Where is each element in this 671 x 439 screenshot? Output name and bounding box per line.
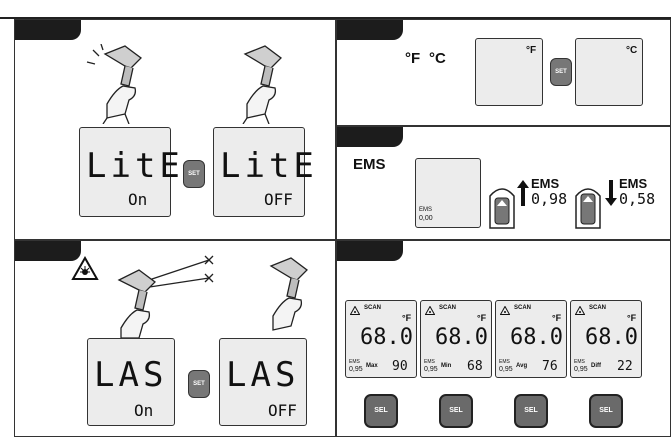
instruction-sheet: LitE On SET LitE OFF °F °C °F SET °C EMS… <box>14 19 671 437</box>
mode-label: Min <box>441 363 452 369</box>
lcd-word: LAS <box>94 355 168 395</box>
mode-label: Max <box>366 363 378 369</box>
label-celsius: °C <box>429 50 446 67</box>
lcd-ems-label: EMS <box>419 207 433 213</box>
horizontal-divider-right-2 <box>335 239 671 241</box>
sel-button[interactable]: SEL <box>439 394 473 428</box>
lcd-state: On <box>128 190 148 209</box>
ems-up-value: 0,98 <box>531 190 568 208</box>
ems-value: 0,95 <box>349 366 363 373</box>
section-tag-ems <box>337 127 403 147</box>
scan-label: SCAN <box>364 305 382 311</box>
section-tag-laser <box>15 241 81 261</box>
ems-label: EMS <box>574 359 585 365</box>
ems-label: EMS <box>499 359 510 365</box>
reading-value: 68.0 <box>510 325 563 350</box>
ems-value: 0,95 <box>424 366 438 373</box>
unit-label: °F <box>477 313 487 323</box>
unit-label: °F <box>402 313 412 323</box>
mode-value: 76 <box>542 359 558 374</box>
mode-value: 90 <box>392 359 408 374</box>
ems-value: 0,95 <box>499 366 513 373</box>
reading-value: 68.0 <box>435 325 488 350</box>
ems-label: EMS <box>349 359 360 365</box>
scan-label: SCAN <box>589 305 607 311</box>
arrow-up-icon <box>517 180 529 206</box>
lcd-ems-value: 0,00 <box>419 215 433 222</box>
laser-warning-icon <box>425 306 435 315</box>
section-tag-units <box>337 20 403 40</box>
lcd-state: On <box>134 401 154 420</box>
mode-label: Avg <box>516 363 528 369</box>
section-tag-scan <box>337 241 403 261</box>
mode-label: Diff <box>591 363 601 369</box>
lcd-state: OFF <box>264 190 293 209</box>
lcd-laser-off: LAS OFF <box>219 338 307 426</box>
lcd-word: LitE <box>220 146 318 186</box>
ems-value: 0,95 <box>574 366 588 373</box>
ems-down-label: EMS <box>619 176 648 191</box>
lcd-word: LitE <box>86 146 184 186</box>
set-button[interactable]: SET <box>183 160 205 188</box>
set-button[interactable]: SET <box>188 370 210 398</box>
lcd-unit: °C <box>626 45 638 56</box>
lcd-lite-on: LitE On <box>79 127 180 217</box>
lcd-state: OFF <box>268 401 297 420</box>
arrow-down-icon <box>605 180 617 206</box>
unit-label: °F <box>627 313 637 323</box>
laser-warning-icon <box>350 306 360 315</box>
lcd-word: LAS <box>226 355 300 395</box>
ems-up-label: EMS <box>531 176 560 191</box>
reading-value: 68.0 <box>360 325 413 350</box>
sel-button[interactable]: SEL <box>364 394 398 428</box>
unit-label: °F <box>552 313 562 323</box>
laser-warning-icon <box>575 306 585 315</box>
set-button[interactable]: SET <box>550 58 572 86</box>
lcd-lite-off: LitE OFF <box>213 127 314 217</box>
ems-label: EMS <box>353 156 386 173</box>
section-tag-lite <box>15 20 81 40</box>
ems-down-value: 0,58 <box>619 190 656 208</box>
lcd-fahrenheit: °F <box>475 38 543 106</box>
lcd-laser-on: LAS On <box>87 338 175 426</box>
vertical-divider <box>335 20 337 436</box>
laser-warning-icon <box>71 256 99 280</box>
horizontal-divider-left <box>15 239 335 241</box>
mode-value: 68 <box>467 359 483 374</box>
up-arrow-button-icon[interactable] <box>487 180 517 230</box>
lcd-ems: EMS 0,00 <box>415 158 481 228</box>
lcd-celsius: °C <box>575 38 643 106</box>
laser-warning-icon <box>500 306 510 315</box>
hand-holding-thermometer-icon <box>242 45 282 124</box>
page-top-rule <box>0 17 671 19</box>
label-fahrenheit: °F <box>405 50 421 67</box>
horizontal-divider-right-1 <box>335 125 671 127</box>
hand-holding-thermometer-icon <box>117 255 214 338</box>
down-arrow-button-icon[interactable] <box>573 180 603 230</box>
hand-holding-thermometer-icon <box>86 44 142 124</box>
scan-label: SCAN <box>439 305 457 311</box>
mode-value: 22 <box>617 359 633 374</box>
scan-label: SCAN <box>514 305 532 311</box>
sel-button[interactable]: SEL <box>589 394 623 428</box>
sel-button[interactable]: SEL <box>514 394 548 428</box>
reading-value: 68.0 <box>585 325 638 350</box>
ems-label: EMS <box>424 359 435 365</box>
lcd-unit: °F <box>526 45 537 56</box>
hand-holding-thermometer-icon <box>269 257 308 331</box>
